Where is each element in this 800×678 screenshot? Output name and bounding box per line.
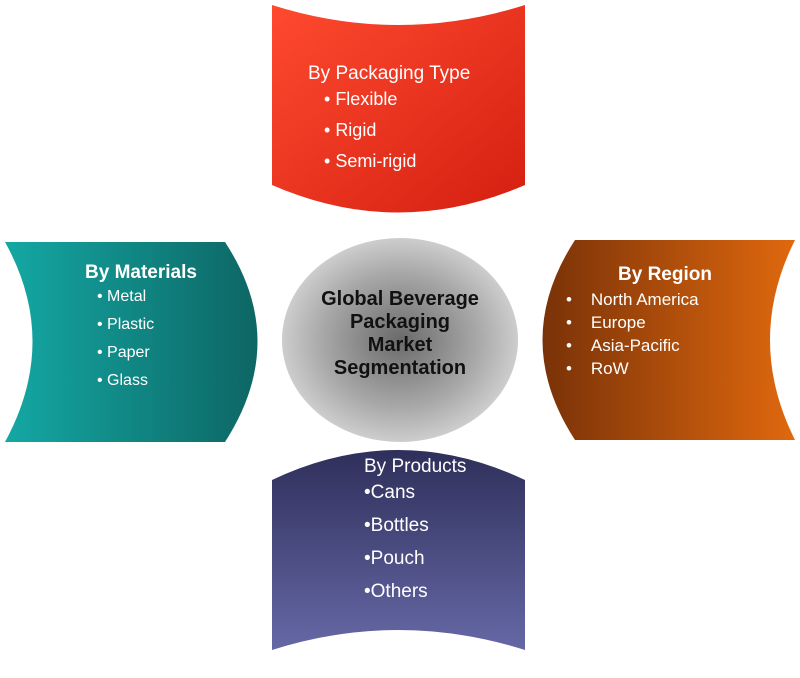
list-item: • North America — [566, 290, 699, 309]
center-line: Segmentation — [333, 357, 467, 379]
center-line: Packaging — [349, 311, 451, 333]
list-item: •Cans — [364, 482, 416, 503]
list-item: •Bottles — [364, 515, 429, 536]
list-item: • Glass — [97, 372, 148, 389]
list-item: • Rigid — [324, 120, 377, 140]
list-item: •Pouch — [364, 548, 425, 569]
list-item: • RoW — [566, 359, 629, 378]
region-shape — [542, 240, 795, 440]
center-line: Market — [367, 334, 433, 356]
center-ellipse — [282, 238, 518, 442]
list-item: • Flexible — [324, 89, 398, 109]
materials-box: By Materials • Metal • Plastic • Paper •… — [85, 263, 197, 397]
packaging-title: By Packaging Type — [308, 63, 471, 84]
materials-title: By Materials — [85, 262, 197, 283]
region-title: By Region — [618, 264, 712, 285]
list-item: •Others — [364, 581, 428, 602]
products-box: By Products •Cans •Bottles •Pouch •Other… — [364, 457, 466, 609]
list-item: • Plastic — [97, 316, 155, 333]
packaging-box: By Packaging Type • Flexible • Rigid • S… — [308, 64, 470, 178]
products-title: By Products — [364, 456, 467, 477]
list-item: • Paper — [97, 344, 150, 361]
region-box: By Region • North America • Europe • Asi… — [566, 265, 712, 385]
center-line: Global Beverage — [321, 288, 479, 310]
list-item: • Asia-Pacific — [566, 336, 680, 355]
list-item: • Metal — [97, 288, 147, 305]
list-item: • Europe — [566, 313, 646, 332]
center-title: Global Beverage Packaging Market Segment… — [290, 288, 510, 380]
materials-shape — [5, 242, 258, 442]
list-item: • Semi-rigid — [324, 151, 417, 171]
packaging-shape — [272, 5, 525, 213]
products-shape — [272, 450, 525, 650]
